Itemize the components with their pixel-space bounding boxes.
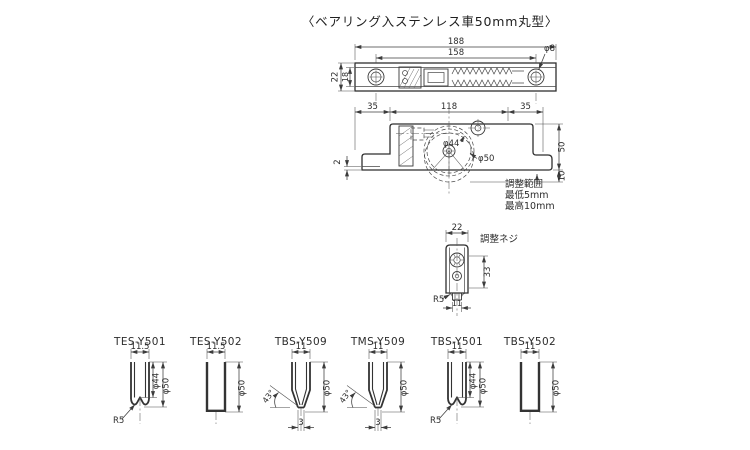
profile-radius: R5 bbox=[113, 416, 124, 426]
profile-model: TBS-Y509 bbox=[274, 336, 327, 348]
top-view-body bbox=[354, 62, 557, 92]
profile-angle: 43° bbox=[338, 388, 354, 405]
profile-tbs-y502: TBS-Y502 11 φ50 bbox=[503, 336, 562, 424]
dim-wheel-dia: φ50 bbox=[478, 154, 494, 164]
right-screw-hole bbox=[527, 68, 545, 86]
profile-width: 11 bbox=[525, 342, 536, 352]
profile-outer-dia: φ50 bbox=[552, 380, 562, 396]
profile-width: 11 bbox=[452, 342, 463, 352]
dim-body-height: 50 bbox=[558, 142, 568, 153]
hatch-lines bbox=[399, 67, 422, 88]
profile-radius: R5 bbox=[430, 416, 441, 426]
profile-outer-dia: φ50 bbox=[479, 378, 489, 394]
dim-height-22: 22 bbox=[331, 72, 341, 83]
profile-model: TMS-Y509 bbox=[350, 336, 405, 348]
profile-tms-y509: TMS-Y509 11 φ50 43° 3 bbox=[338, 336, 410, 433]
dim-overall-length: 188 bbox=[448, 37, 464, 47]
drawing-title: 〈ベアリング入ステンレス車50mm丸型〉 bbox=[301, 14, 559, 29]
dim-plate-lip: 2 bbox=[333, 159, 343, 164]
wheel-bottom-tab bbox=[447, 292, 467, 301]
dim-right-span: 35 bbox=[520, 102, 531, 112]
profile-core-dia: φ44 bbox=[152, 373, 162, 389]
profile-outer-dia: φ50 bbox=[323, 380, 333, 396]
profile-core-dia: φ44 bbox=[469, 373, 479, 389]
profile-model: TES-Y502 bbox=[189, 336, 242, 348]
dim-left-span: 35 bbox=[367, 102, 378, 112]
top-view: 188 158 φ8 22 18 bbox=[331, 37, 557, 104]
hatch-lines bbox=[398, 125, 414, 167]
profile-tbs-y509: TBS-Y509 11 φ50 43° 3 bbox=[261, 336, 333, 433]
profile-tes-y501: TES-Y501 11.5 φ44 φ50 R5 bbox=[113, 336, 172, 426]
profile-width: 11 bbox=[296, 342, 307, 352]
dim-screw-span: 33 bbox=[483, 267, 493, 278]
adjust-screw-label: 調整ネジ bbox=[480, 233, 518, 245]
adjuster-mechanism bbox=[396, 125, 460, 167]
dim-hole-pitch: 158 bbox=[448, 48, 464, 58]
profile-outer-dia: φ50 bbox=[238, 380, 248, 396]
dim-hole-dia: φ8 bbox=[544, 44, 555, 54]
profile-width: 11 bbox=[373, 342, 384, 352]
side-view-body bbox=[445, 244, 469, 294]
profile-model: TBS-Y502 bbox=[503, 336, 556, 348]
dim-inner-height-18: 18 bbox=[341, 72, 350, 82]
profile-outer-dia: φ50 bbox=[162, 378, 172, 394]
side-view: 22 調整ネジ 33 R5 bbox=[433, 223, 518, 316]
profile-model: TBS-Y501 bbox=[430, 336, 483, 348]
profile-tbs-y501: TBS-Y501 11 φ44 φ50 R5 bbox=[430, 336, 489, 426]
note-line3: 最高10mm bbox=[505, 200, 555, 212]
front-view-body bbox=[361, 123, 553, 171]
spring bbox=[451, 67, 524, 87]
adjustment-range-note: 調整範囲 最低5mm 最高10mm bbox=[505, 174, 555, 212]
front-view: 35 118 35 bbox=[333, 102, 568, 212]
profile-angle: 43° bbox=[261, 388, 277, 405]
profile-width: 11.5 bbox=[131, 342, 150, 352]
dim-protrusion: 10 bbox=[558, 171, 568, 182]
note-line1: 調整範囲 bbox=[505, 178, 543, 190]
dim-groove-radius: R5 bbox=[433, 295, 444, 305]
note-line2: 最低5mm bbox=[505, 189, 549, 201]
profile-tes-y502: TES-Y502 11.5 φ50 bbox=[189, 336, 248, 424]
profile-width: 11.5 bbox=[207, 342, 226, 352]
profile-outer-dia: φ50 bbox=[400, 380, 410, 396]
dim-side-width: 22 bbox=[452, 223, 463, 233]
left-screw-hole bbox=[367, 68, 385, 86]
adjuster-block bbox=[398, 66, 449, 89]
dim-wheel-core-dia: φ44 bbox=[443, 139, 459, 149]
profile-model: TES-Y501 bbox=[113, 336, 166, 348]
adjust-screw-hole bbox=[468, 119, 490, 137]
